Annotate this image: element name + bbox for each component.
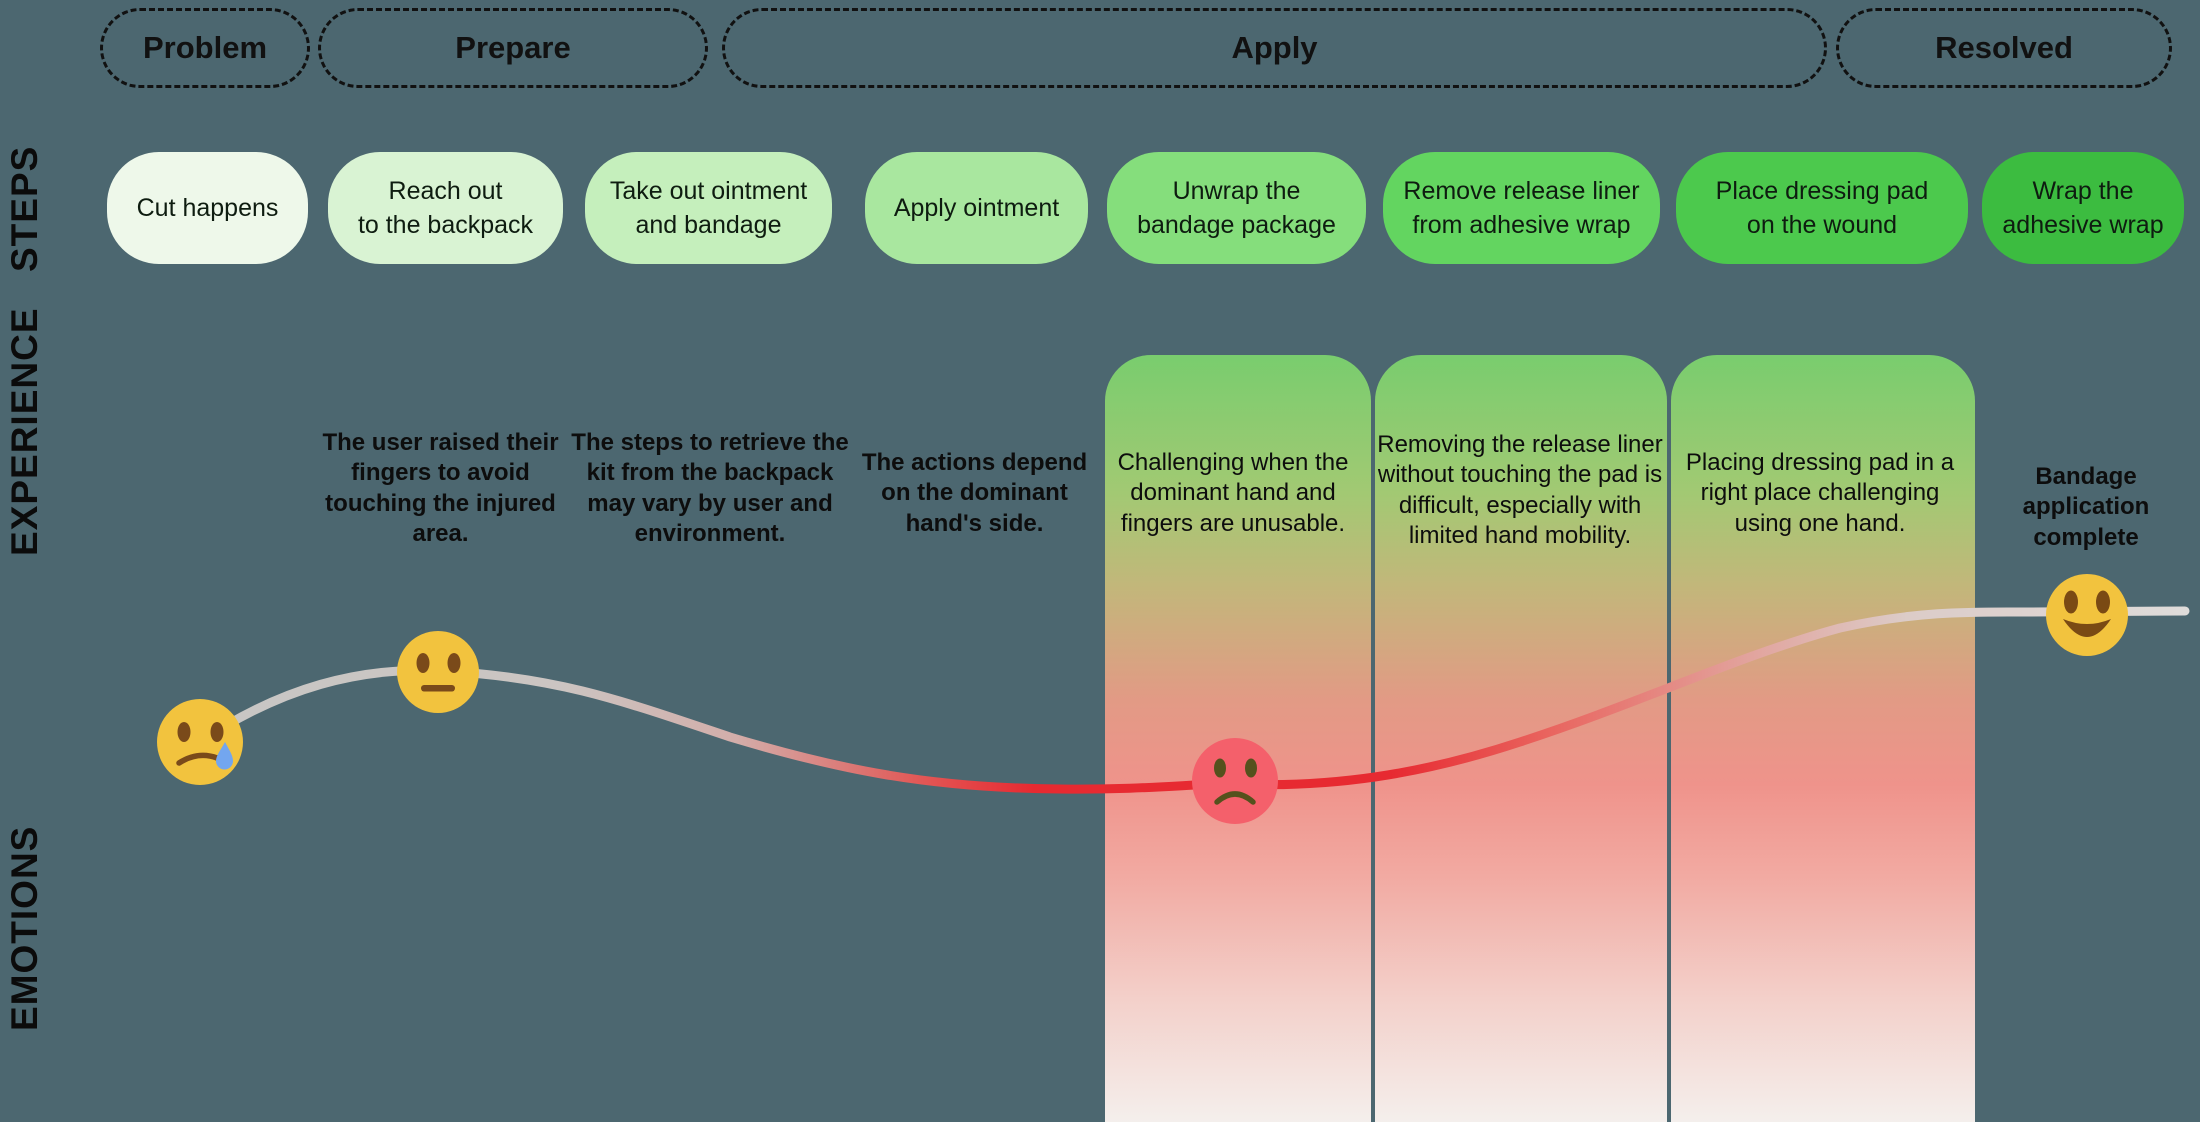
step-unwrap-package: Unwrap the bandage package <box>1107 152 1366 264</box>
step-take-out-kit: Take out ointment and bandage <box>585 152 832 264</box>
step-cut-happens: Cut happens <box>107 152 308 264</box>
step-place-dressing-pad: Place dressing pad on the wound <box>1676 152 1968 264</box>
phase-problem: Problem <box>100 8 310 88</box>
crying-face-icon <box>157 699 243 785</box>
experience-note-7: Bandage application complete <box>2022 463 2150 551</box>
experience-note-4: Challenging when the dominant hand and f… <box>1117 449 1349 537</box>
phase-apply: Apply <box>722 8 1827 88</box>
step-wrap-adhesive: Wrap the adhesive wrap <box>1982 152 2184 264</box>
step-apply-ointment: Apply ointment <box>865 152 1088 264</box>
tear-drop <box>216 742 233 770</box>
experience-note-5: Removing the release liner without touch… <box>1377 431 1663 550</box>
experience-note-1: The user raised their fingers to avoid t… <box>322 429 559 548</box>
experience-note-3: The actions depend on the dominant hand'… <box>861 449 1088 537</box>
step-reach-backpack: Reach out to the backpack <box>328 152 563 264</box>
phase-resolved: Resolved <box>1836 8 2172 88</box>
pain-panel-dressing-pad <box>1671 355 1975 1122</box>
phase-prepare: Prepare <box>318 8 708 88</box>
experience-note-6: Placing dressing pad in a right place ch… <box>1685 449 1955 537</box>
neutral-face-icon <box>397 631 479 713</box>
experience-note-2: The steps to retrieve the kit from the b… <box>571 429 849 548</box>
happy-face-icon <box>2046 574 2128 656</box>
emotion-curve <box>195 606 2190 794</box>
sad-red-face-icon <box>1192 738 1278 824</box>
step-remove-release-liner: Remove release liner from adhesive wrap <box>1383 152 1660 264</box>
